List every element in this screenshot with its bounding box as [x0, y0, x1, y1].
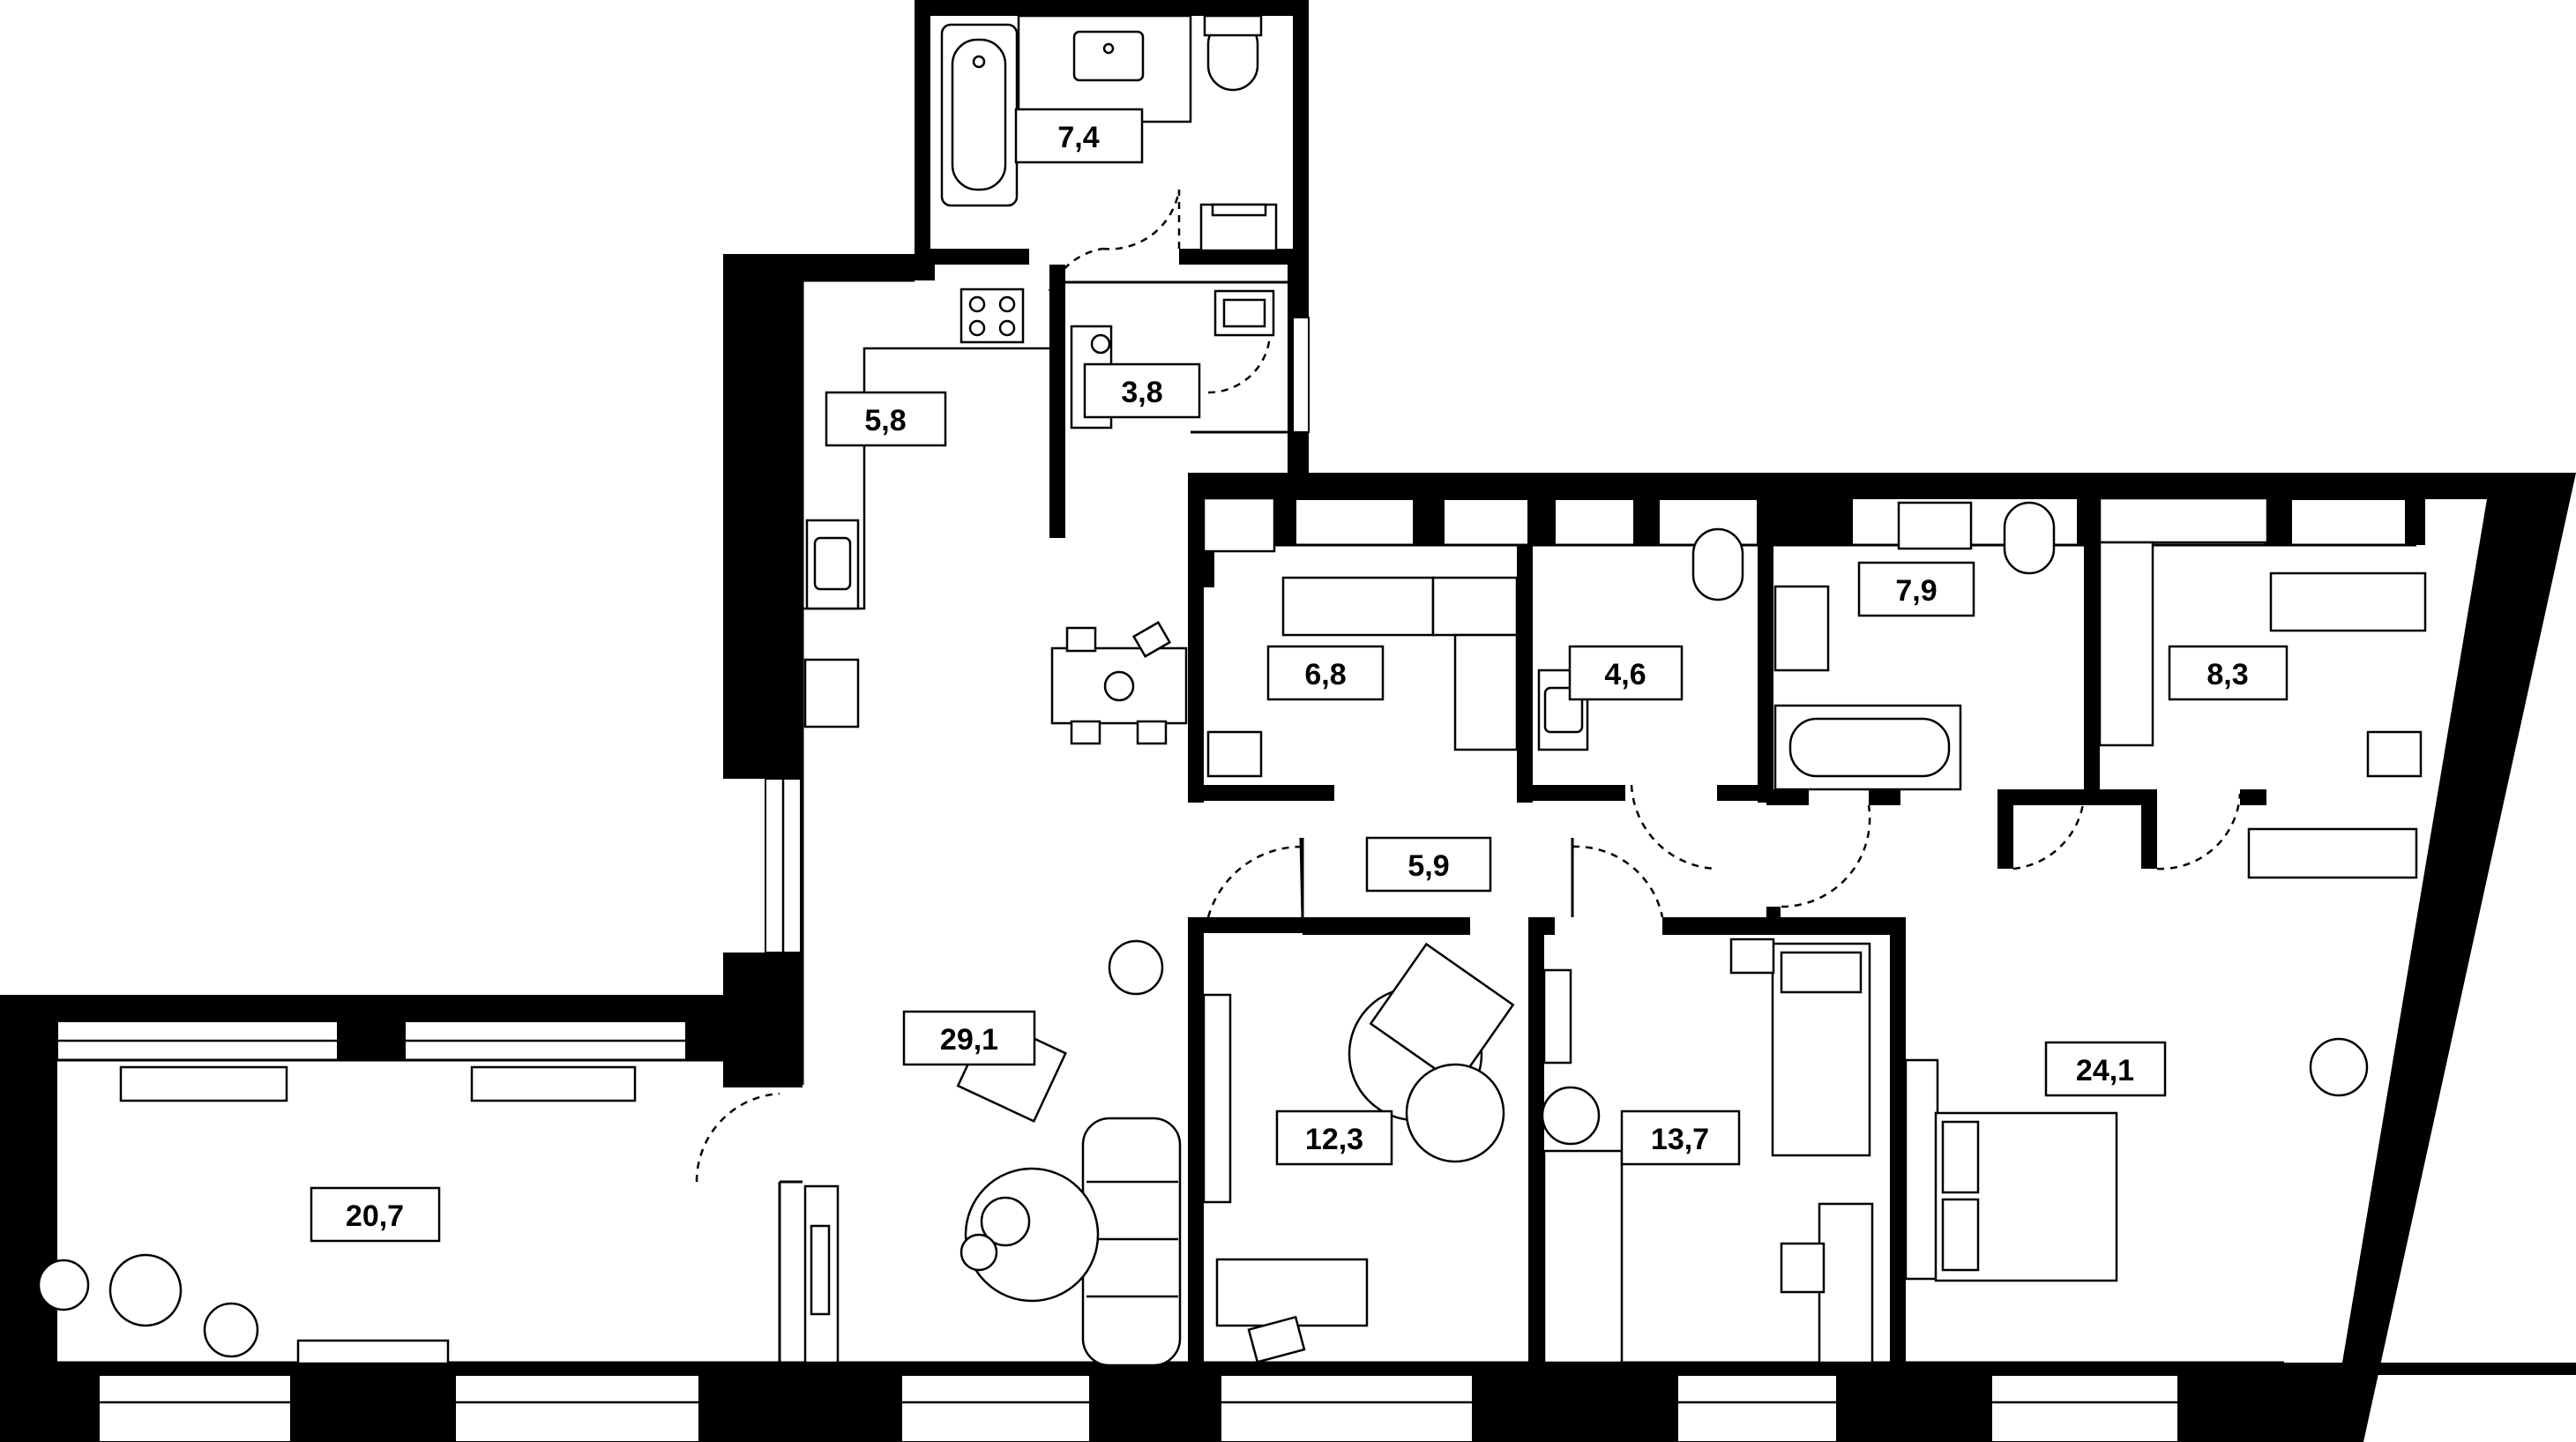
room-area-text: 5,9 [1407, 849, 1449, 883]
doors [695, 189, 2242, 1183]
room-area-text: 13,7 [1651, 1123, 1709, 1156]
room-label-bedroom-2: 13,7 [1620, 1110, 1741, 1166]
room-label-bedroom-1: 12,3 [1275, 1110, 1393, 1166]
furniture [37, 14, 2427, 1367]
room-area-text: 6,8 [1304, 658, 1346, 691]
windows [56, 317, 2407, 1442]
room-area-text: 5,8 [864, 404, 906, 437]
room-label-kitchen: 5,8 [825, 391, 947, 447]
room-area-text: 3,8 [1121, 376, 1162, 409]
room-label-bathroom-3: 7,9 [1857, 561, 1975, 617]
room-labels: 7,4 3,8 5,8 6,8 4,6 7,9 8,3 5,9 [310, 108, 2289, 1243]
room-area-text: 12,3 [1305, 1123, 1363, 1156]
room-label-hall-small: 3,8 [1083, 362, 1201, 419]
room-label-master-bedroom: 24,1 [2044, 1041, 2167, 1097]
room-label-bathroom-1: 7,4 [1014, 108, 1144, 164]
room-label-living-room: 29,1 [902, 1010, 1036, 1066]
room-area-text: 4,6 [1604, 658, 1646, 691]
room-area-text: 8,3 [2206, 658, 2248, 691]
room-label-bathroom-2: 4,6 [1568, 645, 1684, 701]
room-label-corridor: 5,9 [1365, 836, 1492, 893]
room-area-text: 7,4 [1057, 121, 1099, 154]
room-area-text: 24,1 [2076, 1054, 2134, 1087]
inner-outlines [57, 279, 2416, 1364]
room-label-wardrobe-2: 8,3 [2168, 645, 2289, 701]
room-area-text: 7,9 [1895, 574, 1937, 608]
room-label-balcony-lounge: 20,7 [310, 1186, 441, 1243]
room-area-text: 20,7 [346, 1199, 404, 1233]
room-label-wardrobe-1: 6,8 [1266, 645, 1385, 701]
room-area-text: 29,1 [940, 1023, 998, 1057]
